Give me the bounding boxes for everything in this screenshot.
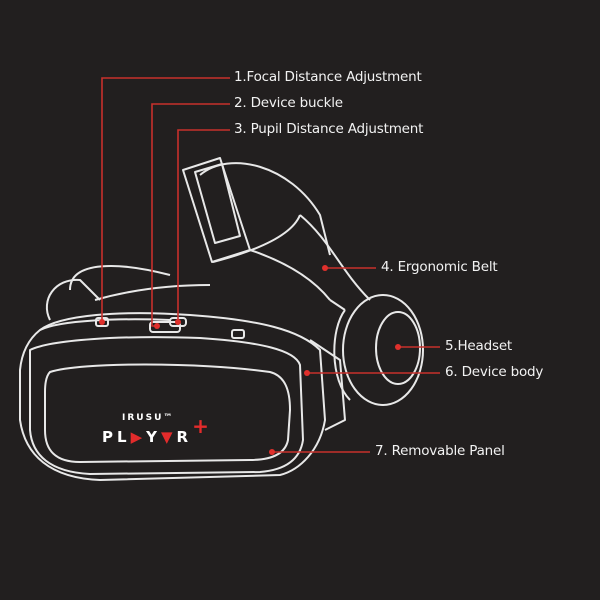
callout-dot-6 <box>304 370 310 376</box>
callout-line-2 <box>151 103 230 327</box>
callout-label-removable-panel: 7. Removable Panel <box>375 443 505 459</box>
callout-label-headset: 5.Headset <box>445 338 513 354</box>
callout-label-ergonomic-belt: 4. Ergonomic Belt <box>381 259 498 275</box>
callout-dot-4 <box>322 265 328 271</box>
callout-label-device-buckle: 2. Device buckle <box>234 95 343 111</box>
play-icon: ▶ <box>130 428 147 446</box>
callout-dot-7 <box>269 449 275 455</box>
callout-dots <box>99 265 401 455</box>
triangle-down-icon: ▼ <box>160 428 177 446</box>
callout-line-3 <box>177 129 230 322</box>
callout-dot-5 <box>395 344 401 350</box>
plus-icon: + <box>192 414 213 438</box>
callout-label-focal-distance: 1.Focal Distance Adjustment <box>234 69 422 85</box>
callout-line-1 <box>101 77 230 322</box>
callout-label-device-body: 6. Device body <box>445 364 544 380</box>
callout-label-pupil-distance: 3. Pupil Distance Adjustment <box>234 121 424 137</box>
callout-dot-2 <box>154 323 160 329</box>
callout-dot-1 <box>99 319 105 325</box>
headset-outline <box>19 157 424 481</box>
callout-dot-3 <box>175 319 181 325</box>
logo-brand: IRUSU™ <box>122 413 175 423</box>
logo-product: PL▶Y▼R+ <box>102 414 213 446</box>
irusu-player-logo: IRUSU™ PL▶Y▼R+ <box>102 405 213 447</box>
